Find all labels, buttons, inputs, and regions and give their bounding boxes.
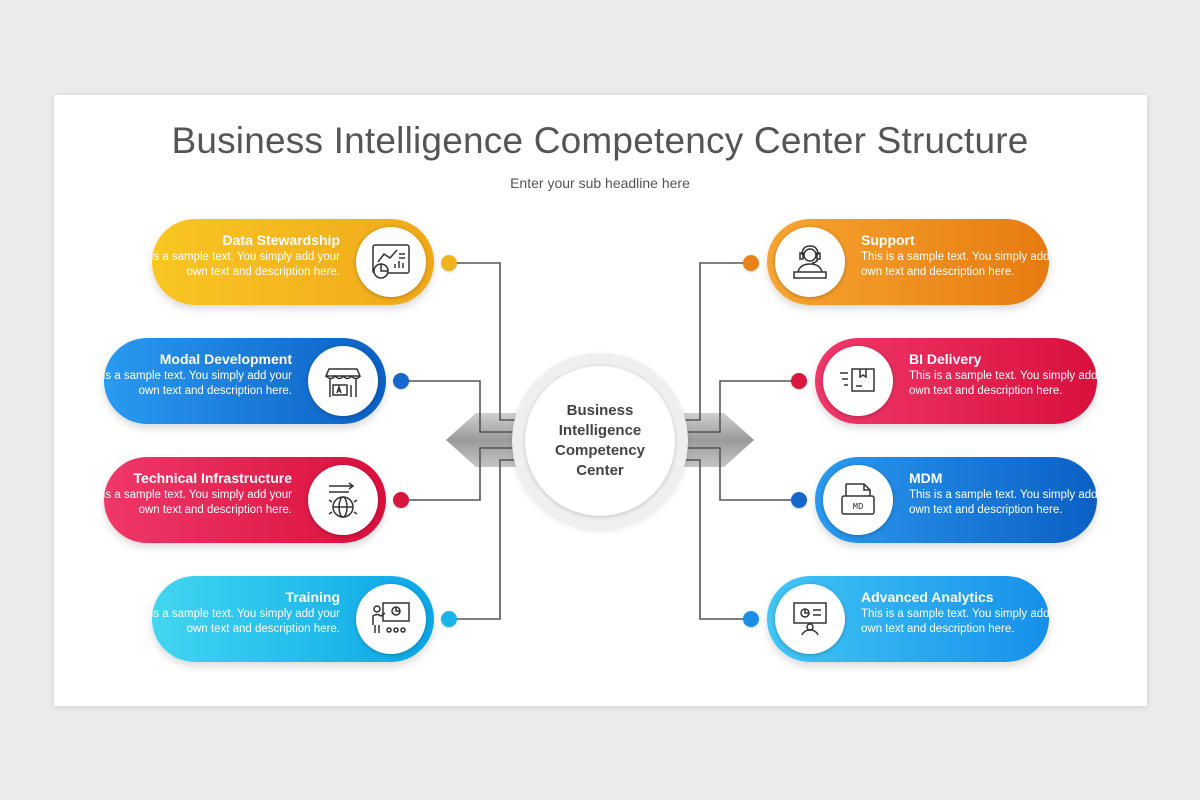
item-heading: MDM [909,470,943,486]
item-description: This is a sample text. You simply add yo… [125,608,340,635]
item-heading: Support [861,232,915,248]
presentation-icon [356,584,426,654]
center-hub: Business Intelligence Competency Center [525,366,675,516]
connector-dot [791,492,807,508]
delivery-box-icon [823,346,893,416]
globe-gear-icon [308,465,378,535]
item-modal-development: Modal Development This is a sample text.… [78,338,386,424]
md-file-icon: MD [823,465,893,535]
item-technical-infrastructure: Technical Infrastructure This is a sampl… [78,457,386,543]
connector-dot [393,373,409,389]
item-heading: Modal Development [159,351,292,367]
item-heading: Advanced Analytics [861,589,994,605]
item-description: This is a sample text. You simply add yo… [861,251,1076,278]
item-heading: Technical Infrastructure [133,470,292,486]
connector-dot [393,492,409,508]
svg-text:MD: MD [853,502,864,512]
item-heading: Training [285,589,340,605]
storefront-icon [308,346,378,416]
item-description: This is a sample text. You simply add yo… [125,251,340,278]
connector-dot [743,255,759,271]
headset-agent-icon [775,227,845,297]
item-heading: BI Delivery [909,351,982,367]
connector-dot [441,255,457,271]
item-description: This is a sample text. You simply add yo… [77,489,292,516]
item-description: This is a sample text. You simply add yo… [909,489,1124,516]
item-training: Training This is a sample text. You simp… [126,576,434,662]
data-chart-icon [356,227,426,297]
connector-dot [791,373,807,389]
analytics-presenter-icon [775,584,845,654]
connector-dot [441,611,457,627]
item-description: This is a sample text. You simply add yo… [861,608,1076,635]
item-advanced-analytics: Advanced Analytics This is a sample text… [767,576,1075,662]
item-description: This is a sample text. You simply add yo… [77,370,292,397]
page-title: Business Intelligence Competency Center … [171,120,1029,161]
item-support: Support This is a sample text. You simpl… [767,219,1075,305]
page-subtitle: Enter your sub headline here [510,175,690,191]
item-bi-delivery: BI Delivery This is a sample text. You s… [815,338,1123,424]
center-hub-label: Business Intelligence Competency Center [554,402,646,479]
connector-dot [743,611,759,627]
item-data-stewardship: Data Stewardship This is a sample text. … [126,219,434,305]
item-mdm: MD MDM This is a sample text. You simply… [815,457,1123,543]
item-heading: Data Stewardship [222,232,340,248]
item-description: This is a sample text. You simply add yo… [909,370,1124,397]
